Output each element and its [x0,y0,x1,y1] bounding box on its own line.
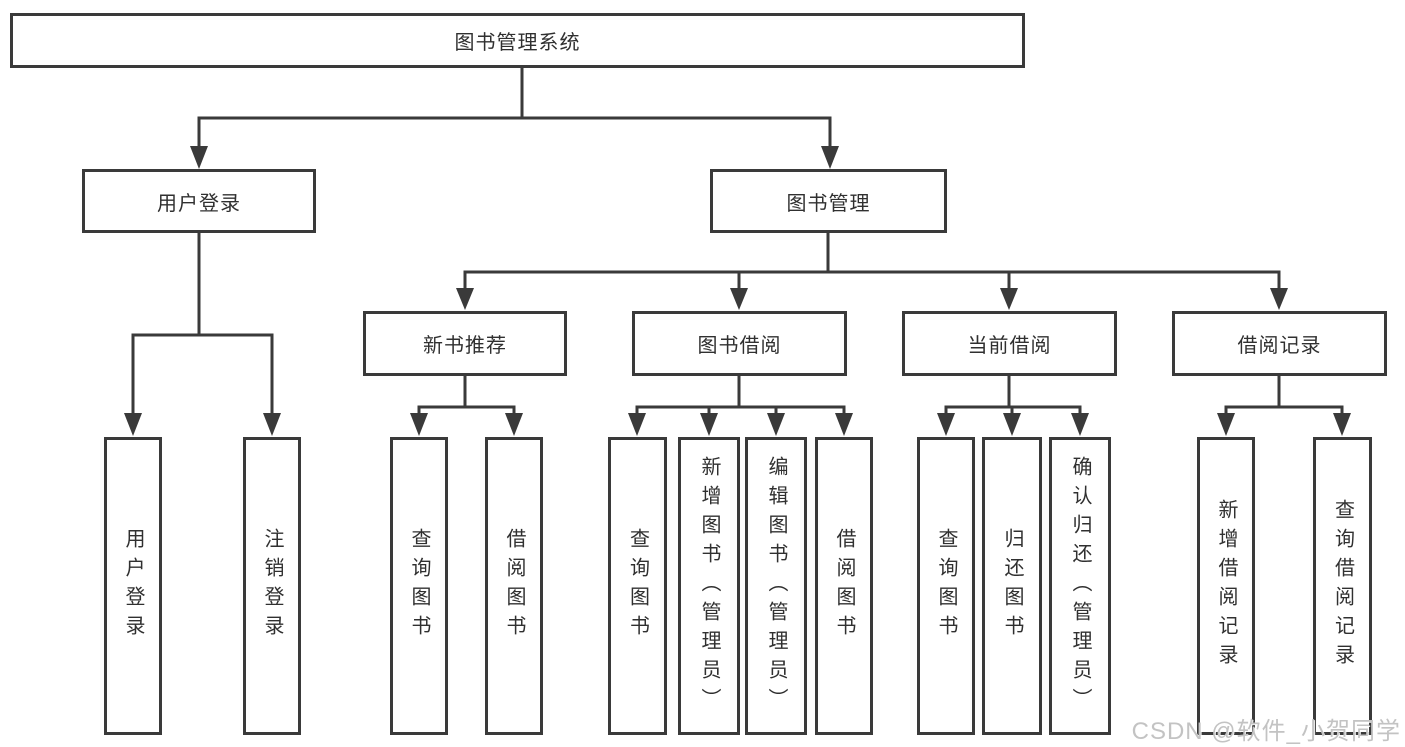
node-borrowing-records: 借阅记录 [1172,311,1387,376]
connector-root-to-level2 [190,66,839,169]
leaf-borrow-books-recommend: 借阅图书 [485,437,543,735]
leaf-query-borrow-record: 查询借阅记录 [1313,437,1372,735]
node-root-library-management-system: 图书管理系统 [10,13,1025,68]
connector-current-borrowing-to-leaves [937,375,1089,436]
leaf-edit-books-admin: 编辑图书（管理员） [745,437,807,735]
connector-new-book-recommend-to-leaves [410,375,523,436]
leaf-query-books-borrowing: 查询图书 [608,437,667,735]
node-current-borrowing: 当前借阅 [902,311,1117,376]
leaf-borrow-books-borrowing: 借阅图书 [815,437,873,735]
leaf-logout: 注销登录 [243,437,301,735]
leaf-return-books: 归还图书 [982,437,1042,735]
connector-book-management-to-level3 [456,231,1288,310]
leaf-query-books-recommend: 查询图书 [390,437,448,735]
node-book-management: 图书管理 [710,169,947,233]
connector-book-borrowing-to-leaves [628,375,853,436]
node-book-borrowing: 图书借阅 [632,311,847,376]
leaf-add-borrow-record: 新增借阅记录 [1197,437,1255,735]
leaf-add-books-admin: 新增图书（管理员） [678,437,740,735]
node-new-book-recommend: 新书推荐 [363,311,567,376]
node-user-login: 用户登录 [82,169,316,233]
leaf-query-books-current: 查询图书 [917,437,975,735]
connector-user-login-to-leaves [124,232,281,436]
leaf-confirm-return-admin: 确认归还（管理员） [1049,437,1111,735]
connector-borrowing-records-to-leaves [1217,375,1351,436]
leaf-user-login: 用户登录 [104,437,162,735]
